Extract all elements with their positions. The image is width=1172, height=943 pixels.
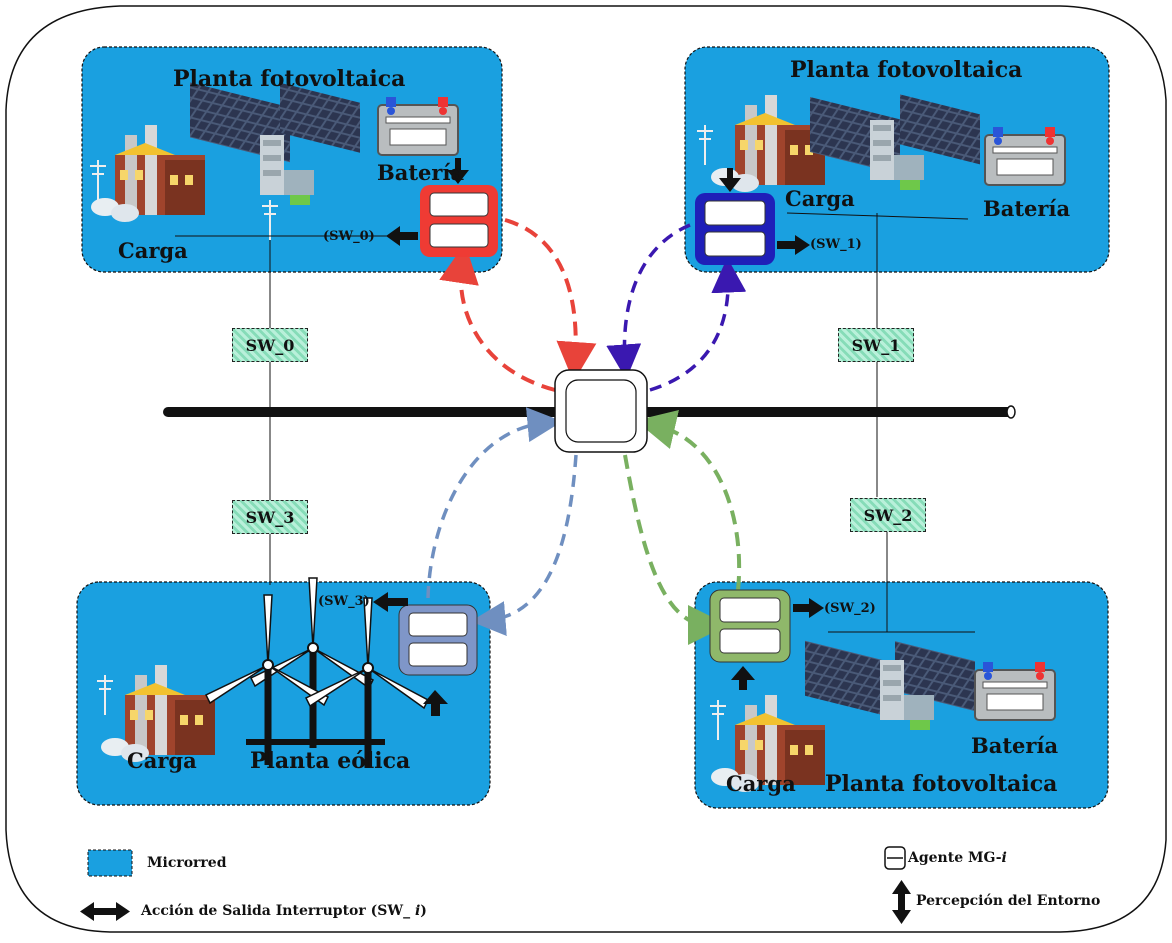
legend-updown-arrow-icon	[892, 880, 911, 924]
mg0-battery-label: Batería	[377, 160, 465, 185]
legend-agent-label: Agente MG-i	[908, 850, 1007, 866]
mg3-plant-label: Planta eólica	[250, 748, 411, 774]
switch-sw1: SW_1	[838, 328, 914, 362]
arrow-icon	[373, 158, 824, 716]
link-mg3-downstream	[426, 407, 563, 599]
legend-double-arrow-icon	[80, 902, 130, 921]
mg2-plant-label: Planta fotovoltaica	[825, 771, 1058, 797]
mg1-plant-label: Planta fotovoltaica	[790, 57, 1023, 83]
switch-sw3: SW_3	[232, 500, 308, 534]
link-mg3-upstream	[470, 454, 578, 637]
switch-sw2: SW_2	[850, 498, 926, 532]
link-mg0-upstream	[439, 243, 556, 392]
mg1-battery-label: Batería	[983, 196, 1071, 221]
mg0-plant-label: Planta fotovoltaica	[173, 66, 406, 92]
mg3-assets	[96, 578, 428, 768]
agent-mg3-icon	[398, 604, 478, 676]
link-mg0-downstream	[504, 218, 597, 382]
mg0-switch-action-label: (SW_0)	[323, 229, 375, 244]
mg0-load-label: Carga	[118, 238, 188, 263]
solar-panel-icon	[805, 640, 895, 719]
link-mg2-downstream	[635, 410, 742, 591]
legend-switch-action-label: Acción de Salida Interruptor (SW_ i)	[141, 903, 427, 919]
mg3-load-label: Carga	[127, 748, 197, 773]
agent-mg1-icon	[695, 193, 775, 265]
mg2-battery-label: Batería	[971, 733, 1059, 758]
mg1-switch-action-label: (SW_1)	[810, 237, 862, 252]
legend-agent-icon	[884, 846, 906, 870]
link-mg1-upstream	[649, 257, 747, 392]
legend-microgrid-label: Microrred	[147, 855, 227, 871]
mg1-assets	[696, 94, 1066, 220]
legend-microgrid-swatch	[87, 849, 133, 877]
agent-mg0-icon	[420, 185, 498, 257]
battery-icon	[974, 661, 1056, 721]
microgrid-0-box	[81, 46, 503, 273]
mg2-load-label: Carga	[726, 771, 796, 796]
mg1-load-label: Carga	[785, 186, 855, 211]
link-mg1-downstream	[606, 223, 691, 380]
mg2-switch-action-label: (SW_2)	[824, 601, 876, 616]
mg3-switch-action-label: (SW_3)	[318, 594, 370, 609]
link-mg2-upstream	[623, 454, 728, 645]
mg0-assets	[89, 82, 459, 241]
mg2-assets	[709, 631, 1056, 792]
switch-sw0: SW_0	[232, 328, 308, 362]
legend-perception-label: Percepción del Entorno	[916, 893, 1101, 909]
agent-mg2-icon	[709, 589, 791, 663]
battery-icon	[984, 126, 1066, 186]
battery-icon	[377, 96, 459, 156]
